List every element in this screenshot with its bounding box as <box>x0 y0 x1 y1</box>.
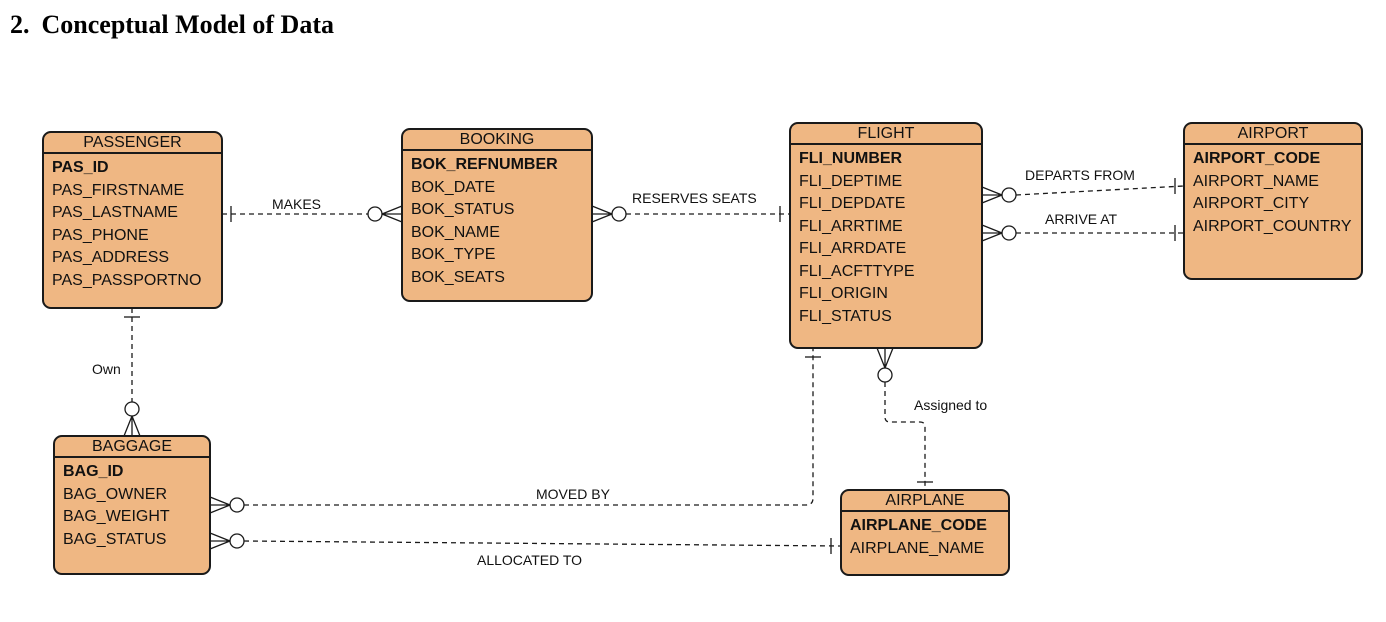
connector-makes <box>222 205 403 223</box>
primary-key-attribute: BAG_ID <box>63 463 124 480</box>
attribute: BOK_SEATS <box>411 268 505 286</box>
entity-title: FLIGHT <box>791 124 981 145</box>
attribute: FLI_ACFTTYPE <box>799 262 915 280</box>
connector-departs-from <box>981 178 1185 204</box>
attribute: BOK_TYPE <box>411 246 496 263</box>
attribute-list: AIRPORT_CODE AIRPORT_NAME AIRPORT_CITY A… <box>1185 145 1361 238</box>
connector-own <box>123 308 141 437</box>
attribute: BAG_WEIGHT <box>63 508 170 525</box>
entity-title: AIRPLANE <box>842 491 1008 512</box>
attribute: FLI_DEPDATE <box>799 195 906 212</box>
attribute: FLI_ARRDATE <box>799 240 907 257</box>
attribute: FLI_STATUS <box>799 307 892 325</box>
section-title: Conceptual Model of Data <box>41 10 334 39</box>
primary-key-attribute: AIRPLANE_CODE <box>850 517 987 534</box>
connector-assigned-to <box>876 347 933 490</box>
attribute-list: BOK_REFNUMBER BOK_DATE BOK_STATUS BOK_NA… <box>403 151 591 289</box>
connector-moved-by <box>209 348 821 514</box>
connector-reserves-seats <box>591 205 790 223</box>
attribute: PAS_PASSPORTNO <box>52 271 202 289</box>
entity-baggage: BAGGAGE BAG_ID BAG_OWNER BAG_WEIGHT BAG_… <box>53 435 211 575</box>
connector-allocated-to <box>209 532 842 554</box>
attribute-list: PAS_ID PAS_FIRSTNAME PAS_LASTNAME PAS_PH… <box>44 154 221 292</box>
attribute: PAS_LASTNAME <box>52 204 178 221</box>
relationship-label-moved-by: MOVED BY <box>536 486 610 502</box>
attribute: BAG_STATUS <box>63 530 167 548</box>
attribute: FLI_DEPTIME <box>799 172 903 190</box>
attribute: BAG_OWNER <box>63 485 168 503</box>
attribute-list: FLI_NUMBER FLI_DEPTIME FLI_DEPDATE FLI_A… <box>791 145 981 328</box>
attribute: AIRPORT_COUNTRY <box>1193 217 1352 235</box>
attribute: AIRPORT_NAME <box>1193 172 1319 190</box>
primary-key-attribute: BOK_REFNUMBER <box>411 156 558 173</box>
attribute: BOK_NAME <box>411 223 500 241</box>
attribute: BOK_DATE <box>411 178 496 196</box>
entity-airport: AIRPORT AIRPORT_CODE AIRPORT_NAME AIRPOR… <box>1183 122 1363 280</box>
attribute: PAS_ADDRESS <box>52 249 170 266</box>
attribute: PAS_PHONE <box>52 226 149 244</box>
attribute: AIRPLANE_NAME <box>850 539 985 557</box>
primary-key-attribute: AIRPORT_CODE <box>1193 150 1321 167</box>
section-number: 2. <box>10 10 30 39</box>
entity-booking: BOOKING BOK_REFNUMBER BOK_DATE BOK_STATU… <box>401 128 593 302</box>
connector-arrive-at <box>981 224 1184 242</box>
attribute-list: BAG_ID BAG_OWNER BAG_WEIGHT BAG_STATUS <box>55 458 209 551</box>
attribute: FLI_ARRTIME <box>799 217 903 235</box>
relationship-label-arrive-at: ARRIVE AT <box>1045 211 1118 227</box>
attribute-list: AIRPLANE_CODE AIRPLANE_NAME <box>842 512 1008 560</box>
relationship-label-allocated-to: ALLOCATED TO <box>477 552 583 568</box>
entity-title: PASSENGER <box>44 133 221 154</box>
attribute: PAS_FIRSTNAME <box>52 181 185 199</box>
attribute: FLI_ORIGIN <box>799 285 888 302</box>
primary-key-attribute: PAS_ID <box>52 159 109 176</box>
page-title: 2. Conceptual Model of Data <box>10 10 334 40</box>
entity-title: AIRPORT <box>1185 124 1361 145</box>
attribute: AIRPORT_CITY <box>1193 195 1310 212</box>
entity-passenger: PASSENGER PAS_ID PAS_FIRSTNAME PAS_LASTN… <box>42 131 223 309</box>
entity-title: BOOKING <box>403 130 591 151</box>
primary-key-attribute: FLI_NUMBER <box>799 150 903 167</box>
relationship-label-reserves-seats: RESERVES SEATS <box>632 190 757 206</box>
entity-title: BAGGAGE <box>55 437 209 458</box>
attribute: BOK_STATUS <box>411 201 515 218</box>
entity-airplane: AIRPLANE AIRPLANE_CODE AIRPLANE_NAME <box>840 489 1010 576</box>
relationship-label-makes: MAKES <box>272 196 322 212</box>
relationship-label-departs-from: DEPARTS FROM <box>1025 167 1135 183</box>
relationship-label-assigned-to: Assigned to <box>914 397 988 413</box>
entity-flight: FLIGHT FLI_NUMBER FLI_DEPTIME FLI_DEPDAT… <box>789 122 983 349</box>
relationship-label-own: Own <box>92 361 121 377</box>
